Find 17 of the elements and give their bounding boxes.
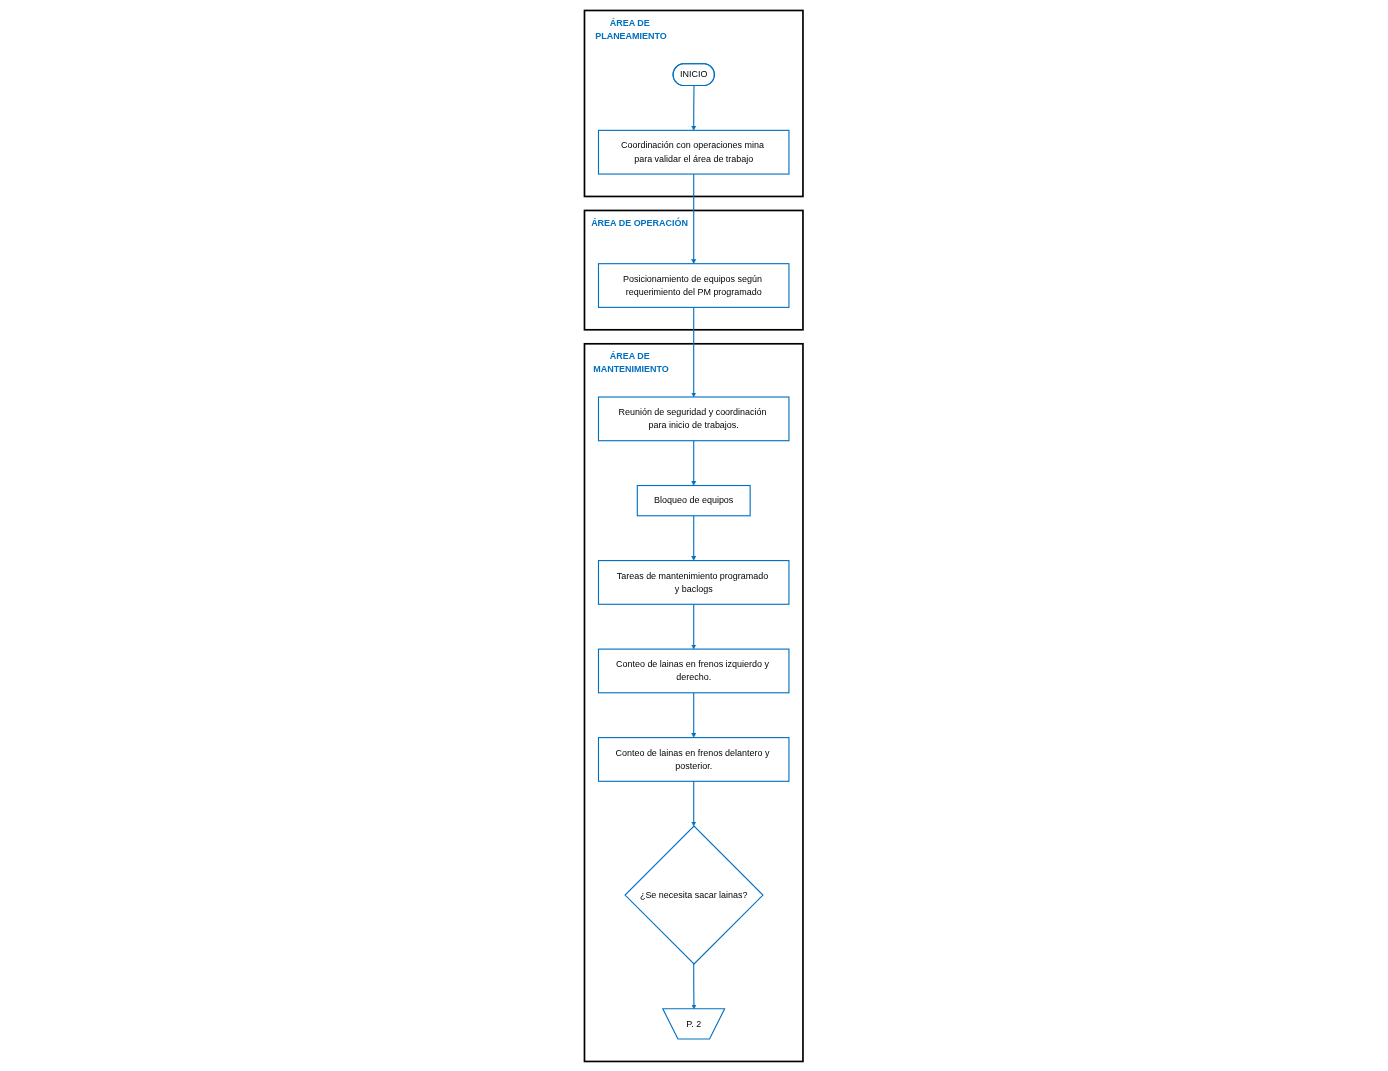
arrow (691, 603, 697, 649)
node-box: Reunión de seguridad y coordinación para inicio de trabajos. (598, 396, 790, 441)
arrow (691, 962, 697, 1009)
node-box: Coordinación con operaciones mina para validar el área de trabajo (598, 129, 790, 175)
node-box: Posicionamiento de equipos según requerimiento del PM programado (598, 262, 790, 308)
node-box: Bloqueo de equipos (637, 484, 751, 516)
node-diamond: ¿Se necesita sacar lainas? (624, 824, 764, 965)
arrow (691, 691, 697, 738)
arrow (691, 173, 697, 264)
node-box: Conteo de lainas en frenos izquierdo y derecho. (598, 648, 790, 693)
node-box: Conteo de lainas en frenos delantero y posterior. (598, 736, 790, 782)
arrow (691, 439, 697, 486)
arrow (691, 780, 697, 826)
node-box: Tareas de mantenimiento programado y baclogs (598, 559, 790, 605)
arrow (691, 514, 697, 561)
arrow (691, 84, 697, 131)
arrow (691, 306, 697, 397)
